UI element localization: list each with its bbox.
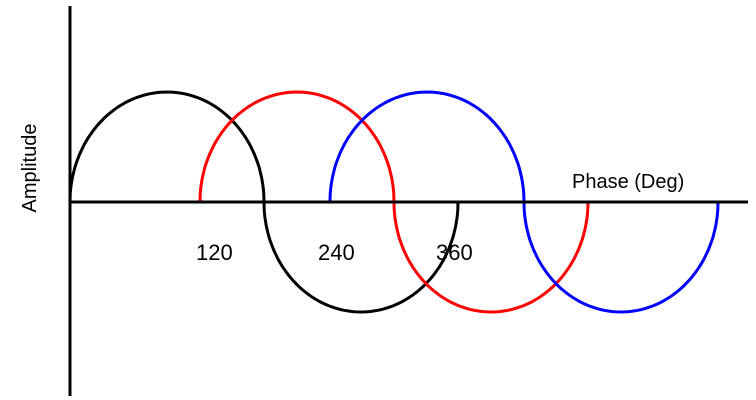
x-axis-label: Phase (Deg)	[572, 171, 684, 193]
tick-label-120: 120	[196, 240, 233, 265]
y-axis-label: Amplitude	[19, 124, 41, 213]
tick-label-240: 240	[318, 240, 355, 265]
tick-label-360: 360	[436, 240, 473, 265]
